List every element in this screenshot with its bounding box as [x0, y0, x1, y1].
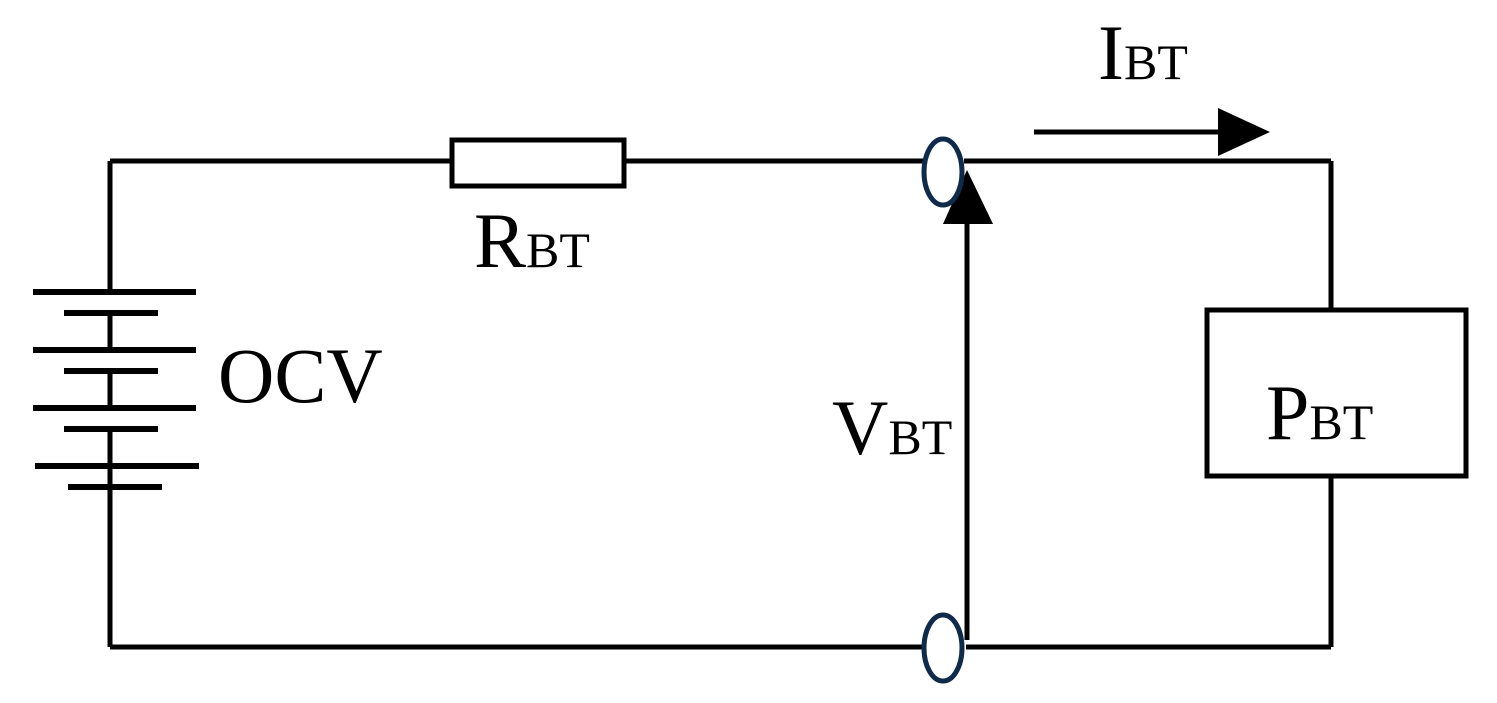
load-box-pbt — [1204, 307, 1469, 479]
voltage-arrow-head — [943, 170, 993, 224]
current-arrow — [1034, 108, 1270, 156]
resistor-label: RBT — [474, 197, 590, 284]
wires — [107, 158, 1334, 650]
terminal-bottom — [921, 612, 965, 684]
voltage-label: VBT — [832, 384, 952, 471]
source-label: OCV — [218, 332, 383, 419]
resistor-rbt — [449, 137, 627, 189]
voltage-arrow — [943, 170, 993, 640]
load-label: PBT — [1266, 369, 1373, 456]
current-label: IBT — [1098, 9, 1188, 96]
current-arrow-head — [1218, 108, 1270, 156]
terminal-top — [921, 136, 965, 208]
battery-ocv — [33, 289, 199, 490]
